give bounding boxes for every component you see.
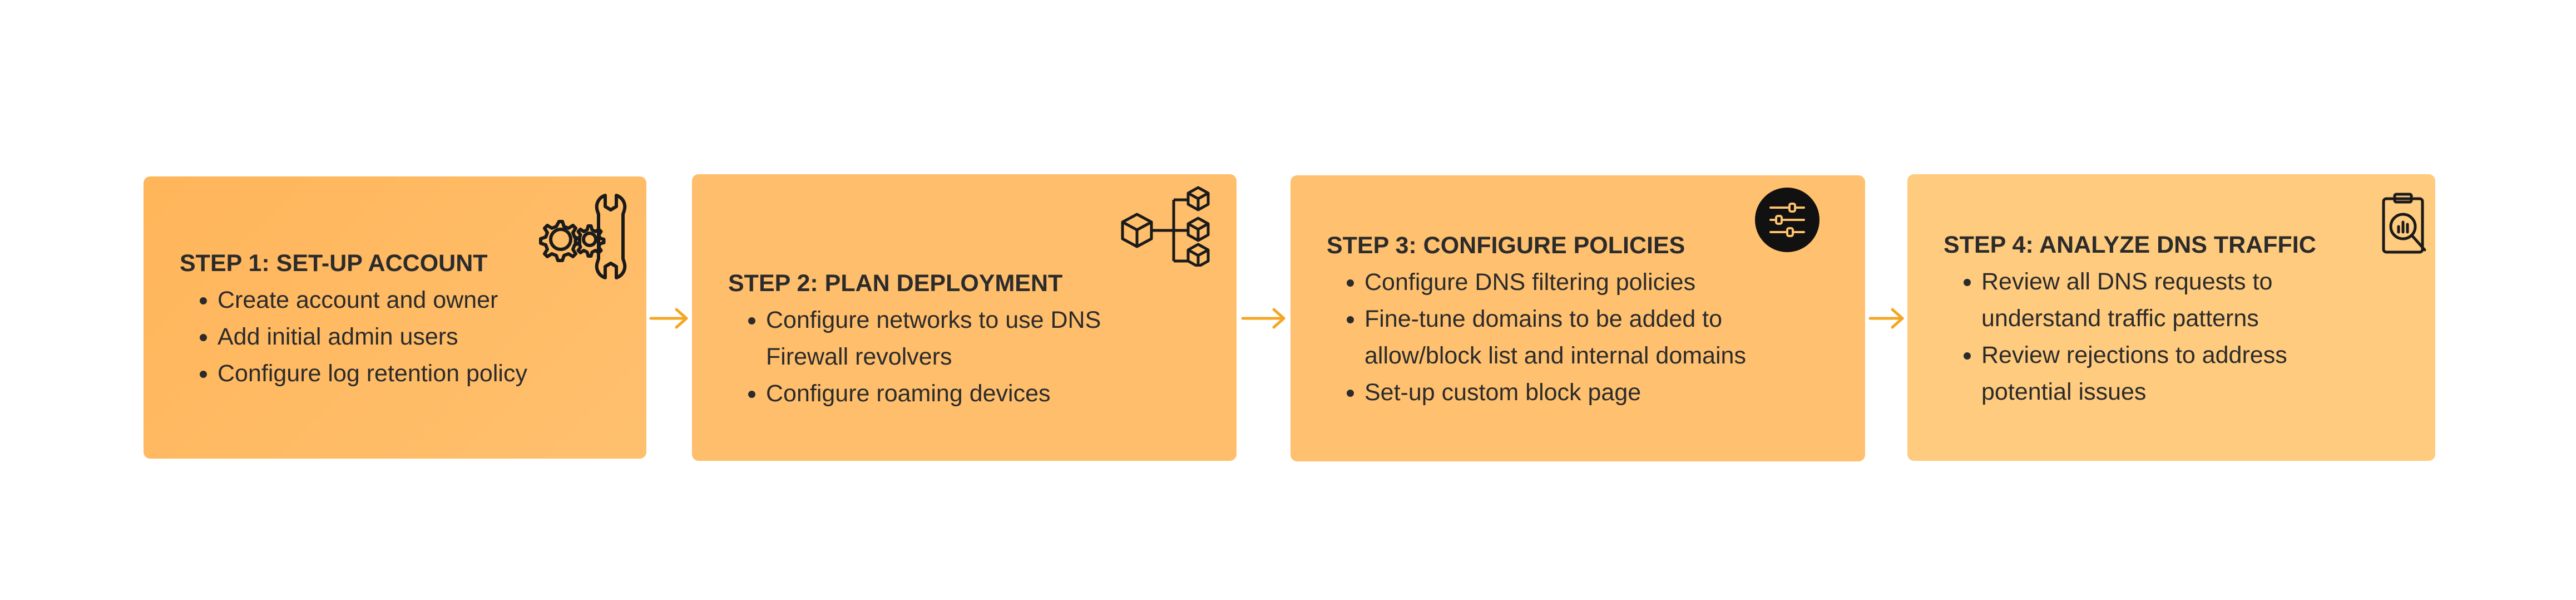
step-4-card: STEP 4: ANALYZE DNS TRAFFIC Review all D… (1907, 174, 2435, 461)
list-item: Configure roaming devices (766, 375, 1155, 412)
step-4-content: STEP 4: ANALYZE DNS TRAFFIC Review all D… (1944, 229, 2413, 410)
step-1-card: STEP 1: SET-UP ACCOUNT Create account an… (144, 176, 646, 459)
step-3-title: STEP 3: CONFIGURE POLICIES (1327, 232, 1685, 259)
list-item: Add initial admin users (217, 318, 624, 355)
list-item: Set-up custom block page (1364, 374, 1821, 411)
list-item: Review rejections to address potential i… (1981, 337, 2337, 410)
list-item: Fine-tune domains to be added to allow/b… (1364, 301, 1821, 374)
network-cubes-icon (1121, 186, 1210, 267)
step-2-list: Configure networks to use DNS Firewall r… (728, 302, 1214, 412)
step-2-title: STEP 2: PLAN DEPLOYMENT (728, 270, 1063, 297)
clipboard-analysis-icon (2382, 193, 2426, 254)
step-3-content: STEP 3: CONFIGURE POLICIES Configure DNS… (1327, 229, 1843, 411)
step-1-content: STEP 1: SET-UP ACCOUNT Create account an… (180, 247, 624, 392)
step-4-title: STEP 4: ANALYZE DNS TRAFFIC (1944, 232, 2316, 258)
gears-wrench-icon (539, 194, 627, 279)
step-2-card: STEP 2: PLAN DEPLOYMENT Configure networ… (692, 174, 1237, 461)
arrow-right-icon (1868, 308, 1904, 329)
sliders-icon (1755, 188, 1819, 252)
step-4-list: Review all DNS requests to understand tr… (1944, 263, 2413, 410)
step-2-content: STEP 2: PLAN DEPLOYMENT Configure networ… (728, 267, 1214, 412)
step-1-title: STEP 1: SET-UP ACCOUNT (180, 250, 488, 277)
step-3-list: Configure DNS filtering policies Fine-tu… (1327, 264, 1843, 411)
step-1-list: Create account and owner Add initial adm… (180, 282, 624, 392)
arrow-right-icon (649, 308, 688, 329)
arrow-right-icon (1241, 308, 1285, 329)
list-item: Configure networks to use DNS Firewall r… (766, 302, 1155, 375)
list-item: Create account and owner (217, 282, 624, 318)
list-item: Review all DNS requests to understand tr… (1981, 263, 2337, 337)
list-item: Configure DNS filtering policies (1364, 264, 1821, 301)
step-3-card: STEP 3: CONFIGURE POLICIES Configure DNS… (1291, 175, 1865, 461)
list-item: Configure log retention policy (217, 355, 624, 392)
